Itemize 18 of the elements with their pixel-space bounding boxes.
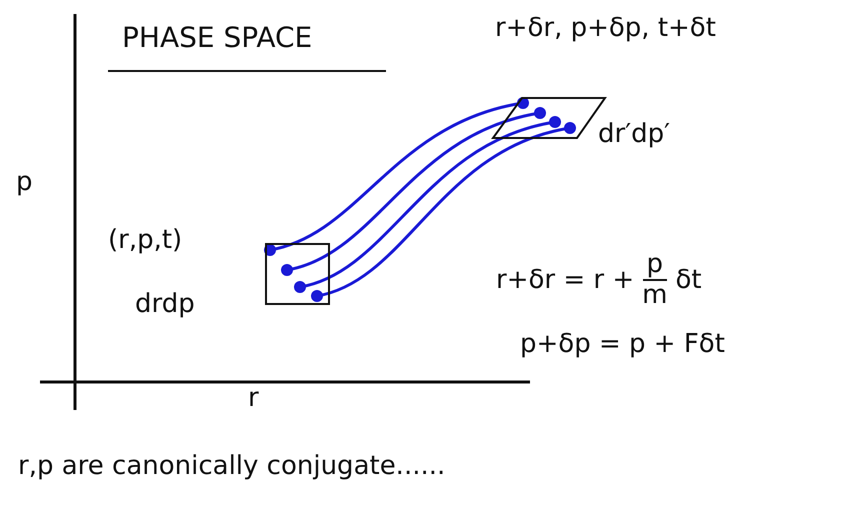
trajectory-curve <box>311 122 576 302</box>
equation: r+δr = r + <box>496 264 634 295</box>
node-caption: (r,p,t) <box>108 226 182 256</box>
note: r,p are canonically conjugate...... <box>18 452 446 482</box>
trajectory-curve <box>264 97 529 256</box>
equation: p+δp = p + Fδt <box>520 330 725 360</box>
fraction-denominator: m <box>642 280 668 310</box>
equation: δt <box>675 264 702 295</box>
phase-volume-box <box>265 243 330 305</box>
trajectory-curve <box>294 116 561 293</box>
axis-label: r <box>248 384 259 414</box>
title: PHASE SPACE <box>122 22 312 54</box>
trajectory-curve <box>281 107 546 276</box>
axis-label: p <box>16 168 33 198</box>
node-caption: dr′dp′ <box>598 120 670 150</box>
fraction-numerator: p <box>642 250 668 281</box>
node-caption: r+δr, p+δp, t+δt <box>495 14 716 44</box>
node-caption: drdp <box>135 290 195 320</box>
